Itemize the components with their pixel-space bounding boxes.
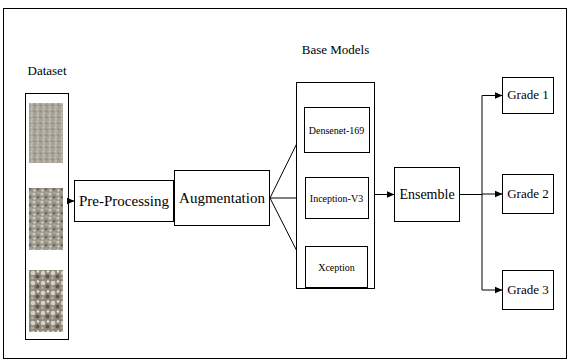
- sample-image: [29, 103, 63, 163]
- process-box: Ensemble: [394, 167, 460, 222]
- box-label: Grade 2: [507, 187, 549, 201]
- group-box: Base ModelsDensenet-169Inception-V3Xcept…: [296, 82, 375, 289]
- box-label: Grade 3: [507, 283, 549, 297]
- flow-arrow: [460, 195, 502, 291]
- sample-image: [29, 270, 63, 332]
- process-box: Grade 2: [502, 174, 554, 214]
- flow-arrow: [460, 96, 502, 195]
- process-box: Grade 1: [502, 77, 554, 114]
- sample-image: [29, 188, 63, 250]
- process-box: Densenet-169: [304, 107, 370, 153]
- flow-arrow: [375, 194, 394, 195]
- box-label: Ensemble: [399, 187, 454, 202]
- process-box: Grade 3: [502, 270, 554, 310]
- box-label: Pre-Processing: [79, 193, 169, 210]
- group-heading: Dataset: [28, 64, 67, 78]
- process-box: Xception: [305, 246, 368, 288]
- outer-frame: [4, 9, 567, 359]
- process-box: Augmentation: [174, 170, 270, 226]
- process-box: Inception-V3: [305, 177, 369, 219]
- dataset-box: Dataset: [25, 93, 69, 340]
- box-label: Augmentation: [179, 190, 265, 207]
- box-label: Densenet-169: [309, 125, 365, 136]
- box-label: Grade 1: [507, 88, 549, 102]
- box-label: Xception: [318, 262, 355, 273]
- process-box: Pre-Processing: [74, 180, 174, 222]
- group-heading: Base Models: [302, 43, 370, 57]
- box-label: Inception-V3: [310, 193, 363, 204]
